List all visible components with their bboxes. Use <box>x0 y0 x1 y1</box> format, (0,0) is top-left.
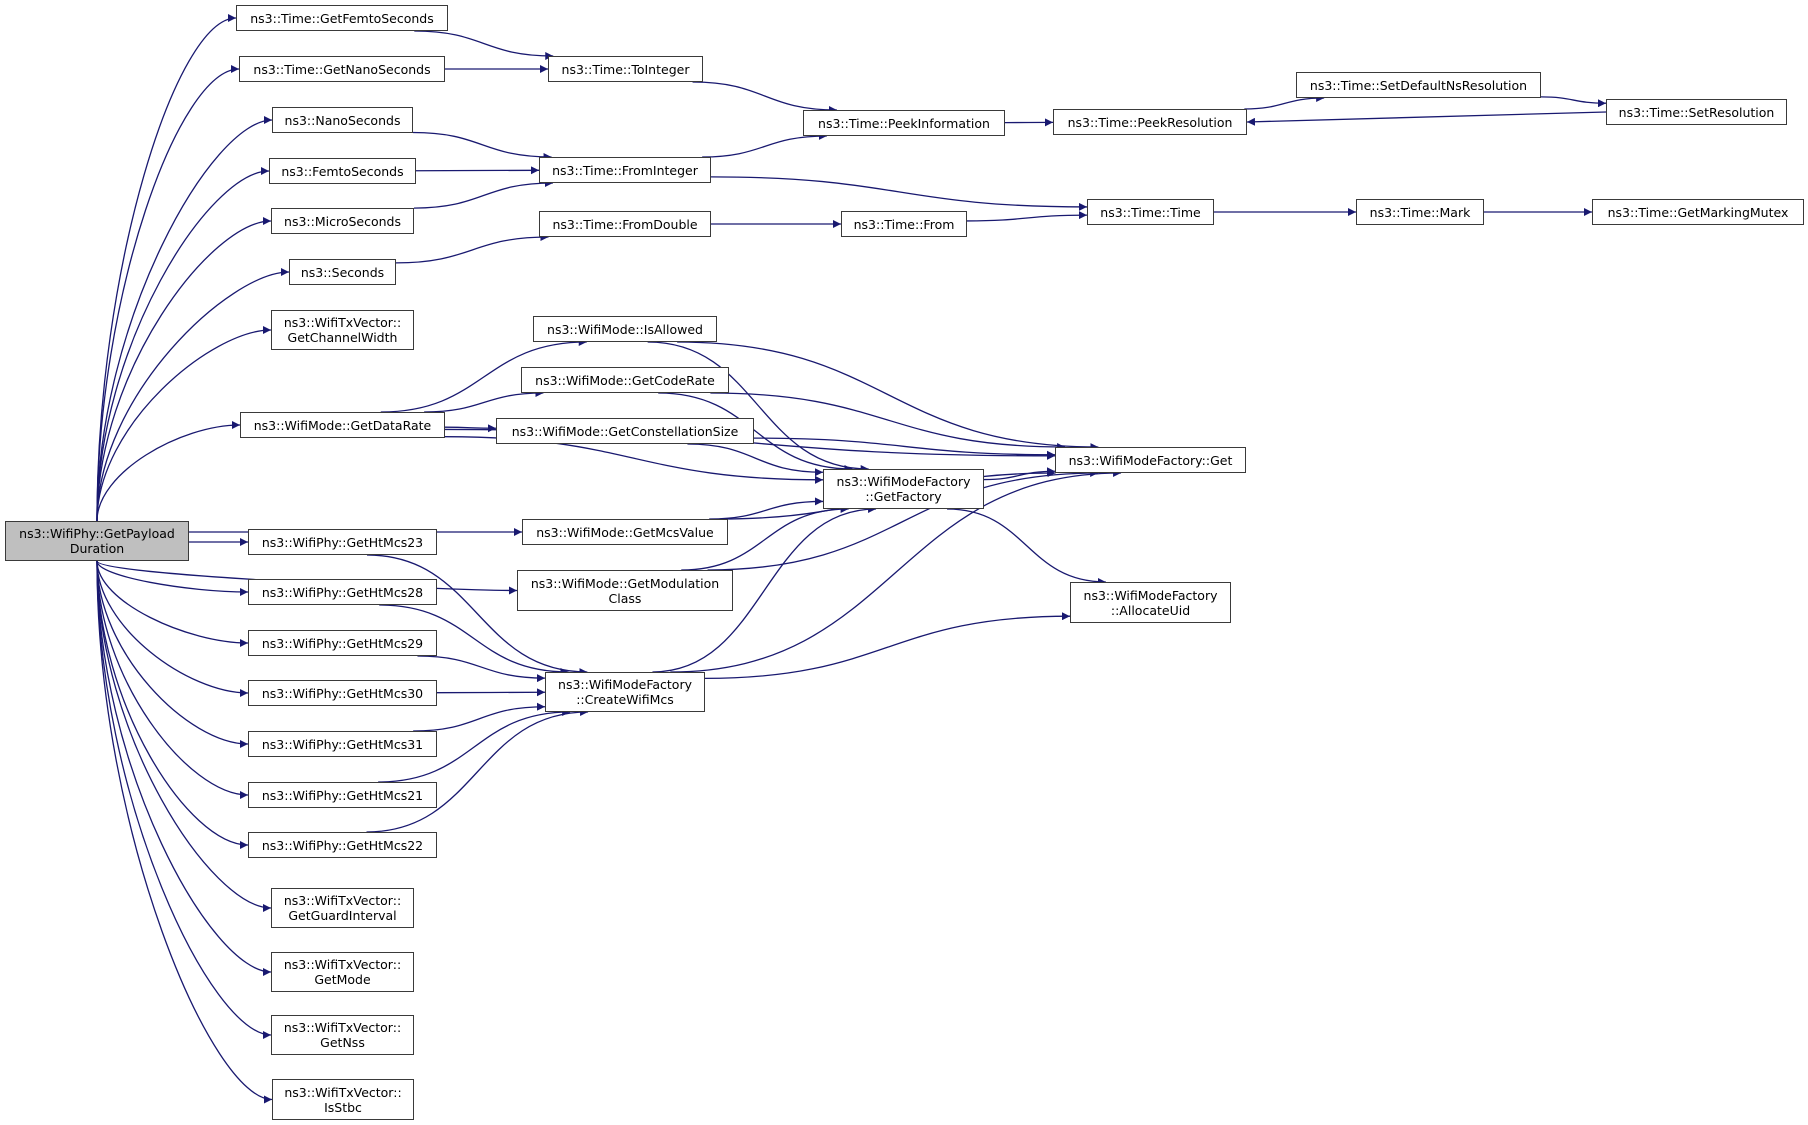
node-time-tointeger[interactable]: ns3::Time::ToInteger <box>548 56 703 82</box>
node-wifitxvector-getnss[interactable]: ns3::WifiTxVector:: GetNss <box>271 1015 414 1055</box>
node-wifimode-getmcsvalue[interactable]: ns3::WifiMode::GetMcsValue <box>522 519 728 545</box>
edge-codeRate-to-getFactory <box>658 392 853 473</box>
edge-root-to-guard <box>96 560 272 912</box>
edge-microSec-to-fromInteger <box>413 179 553 209</box>
edge-root-to-chanWidth <box>96 326 272 522</box>
edge-dataRate-to-isAllowed <box>380 338 587 413</box>
edge-createMcs-to-allocUid <box>704 612 1071 680</box>
edge-setDefNs-to-setRes <box>1540 96 1607 108</box>
edge-constSize-to-factoryGet <box>753 437 1056 459</box>
edge-codeRate-to-factoryGet <box>710 392 1066 451</box>
edge-root-to-getMode <box>96 560 272 976</box>
edge-root-to-ht22 <box>96 560 249 849</box>
edge-nanoSec-to-fromInteger <box>412 131 552 161</box>
node-wifimode-getmodulationclass[interactable]: ns3::WifiMode::GetModulation Class <box>517 570 733 611</box>
edge-seconds-to-fromDouble <box>395 233 549 264</box>
node-time-setdefaultnsresolution[interactable]: ns3::Time::SetDefaultNsResolution <box>1296 72 1541 98</box>
node-microseconds[interactable]: ns3::MicroSeconds <box>271 208 414 234</box>
node-time-time[interactable]: ns3::Time::Time <box>1087 199 1214 225</box>
node-wifimode-isallowed[interactable]: ns3::WifiMode::IsAllowed <box>533 316 717 342</box>
edge-root-to-getFemto <box>96 14 237 522</box>
node-wifiphy-gethtmcs23[interactable]: ns3::WifiPhy::GetHtMcs23 <box>248 529 437 555</box>
node-time-from[interactable]: ns3::Time::From <box>841 211 967 237</box>
node-wifitxvector-getguardinterval[interactable]: ns3::WifiTxVector:: GetGuardInterval <box>271 888 414 928</box>
node-time-fromdouble[interactable]: ns3::Time::FromDouble <box>539 211 711 237</box>
edge-root-to-seconds <box>96 268 290 522</box>
node-wifitxvector-getchannelwidth[interactable]: ns3::WifiTxVector:: GetChannelWidth <box>271 310 414 350</box>
edge-ht28-to-createMcs <box>379 604 569 676</box>
node-wifimodefactory-get[interactable]: ns3::WifiModeFactory::Get <box>1055 447 1246 473</box>
edge-root-to-microSec <box>96 217 272 522</box>
edge-getFactory-to-factoryGet <box>983 467 1056 481</box>
edge-setRes-to-peekRes <box>1246 111 1607 126</box>
edge-from-to-time <box>966 211 1088 222</box>
node-time-getmarkingmutex[interactable]: ns3::Time::GetMarkingMutex <box>1592 199 1804 225</box>
edge-createMcs-to-getFactory <box>652 505 877 673</box>
edge-ht21-to-createMcs <box>378 708 571 783</box>
node-nanoseconds[interactable]: ns3::NanoSeconds <box>272 107 413 133</box>
node-wifimode-getcoderate[interactable]: ns3::WifiMode::GetCodeRate <box>521 367 729 393</box>
node-wifitxvector-isstbc[interactable]: ns3::WifiTxVector:: IsStbc <box>272 1079 414 1120</box>
edge-ht29-to-createMcs <box>417 655 546 683</box>
node-time-setresolution[interactable]: ns3::Time::SetResolution <box>1606 99 1787 125</box>
edge-createMcs-to-factoryGet <box>670 469 1122 673</box>
edge-ht22-to-createMcs <box>366 708 589 833</box>
edge-modClass-to-getFactory <box>681 505 849 571</box>
edge-root-to-ht30 <box>96 560 249 697</box>
edge-ht23-to-createMcs <box>366 554 588 676</box>
edge-ht31-to-createMcs <box>413 702 546 732</box>
edge-getFactory-to-allocUid <box>947 508 1106 586</box>
edge-isAllowed-to-factoryGet <box>677 341 1099 451</box>
node-wifiphy-getpayloadduration: ns3::WifiPhy::GetPayload Duration <box>5 521 189 561</box>
node-wifiphy-gethtmcs22[interactable]: ns3::WifiPhy::GetHtMcs22 <box>248 832 437 858</box>
node-wifimode-getdatarate[interactable]: ns3::WifiMode::GetDataRate <box>240 412 445 438</box>
edge-constSize-to-getFactory <box>687 443 824 477</box>
edge-root-to-ht21 <box>96 560 249 799</box>
node-wifiphy-gethtmcs21[interactable]: ns3::WifiPhy::GetHtMcs21 <box>248 782 437 808</box>
node-time-frominteger[interactable]: ns3::Time::FromInteger <box>539 157 711 183</box>
edge-root-to-femtoSec <box>96 167 270 522</box>
edge-root-to-dataRate <box>96 421 241 522</box>
node-wifiphy-gethtmcs30[interactable]: ns3::WifiPhy::GetHtMcs30 <box>248 680 437 706</box>
node-time-getfemtoseconds[interactable]: ns3::Time::GetFemtoSeconds <box>236 5 448 31</box>
node-wifiphy-gethtmcs29[interactable]: ns3::WifiPhy::GetHtMcs29 <box>248 630 437 656</box>
edge-dataRate-to-codeRate <box>424 389 544 413</box>
node-wifimodefactory-createwifimcs[interactable]: ns3::WifiModeFactory ::CreateWifiMcs <box>545 672 705 712</box>
edge-getFemto-to-toInteger <box>414 30 554 60</box>
node-seconds[interactable]: ns3::Seconds <box>289 259 396 285</box>
node-femtoseconds[interactable]: ns3::FemtoSeconds <box>269 158 416 184</box>
node-time-getnanoseconds[interactable]: ns3::Time::GetNanoSeconds <box>239 56 445 82</box>
node-time-mark[interactable]: ns3::Time::Mark <box>1356 199 1484 225</box>
node-wifimodefactory-getfactory[interactable]: ns3::WifiModeFactory ::GetFactory <box>823 469 984 509</box>
node-time-peekresolution[interactable]: ns3::Time::PeekResolution <box>1053 109 1247 135</box>
edge-isAllowed-to-getFactory <box>647 341 869 473</box>
node-wifiphy-gethtmcs31[interactable]: ns3::WifiPhy::GetHtMcs31 <box>248 731 437 757</box>
node-wifimode-getconstellationsize[interactable]: ns3::WifiMode::GetConstellationSize <box>496 418 754 444</box>
node-wifiphy-gethtmcs28[interactable]: ns3::WifiPhy::GetHtMcs28 <box>248 579 437 605</box>
edge-fromInteger-to-peekInfo <box>702 132 827 158</box>
edge-peekRes-to-setDefNs <box>1244 94 1325 110</box>
edge-toInteger-to-peekInfo <box>692 81 837 114</box>
edge-root-to-ht28 <box>96 560 249 596</box>
edge-root-to-ht31 <box>96 560 249 748</box>
edge-dataRate-to-constSize <box>444 424 497 433</box>
edge-root-to-nanoSec <box>96 116 273 522</box>
edge-root-to-getNano <box>96 65 240 522</box>
edge-modClass-to-factoryGet <box>707 469 1099 571</box>
node-wifimodefactory-allocateuid[interactable]: ns3::WifiModeFactory ::AllocateUid <box>1070 582 1231 623</box>
edge-fromInteger-to-time <box>710 176 1088 211</box>
edge-root-to-isStbc <box>96 560 273 1104</box>
node-wifitxvector-getmode[interactable]: ns3::WifiTxVector:: GetMode <box>271 952 414 992</box>
edge-root-to-getNss <box>96 560 272 1039</box>
edge-root-to-ht29 <box>96 560 249 647</box>
node-time-peekinformation[interactable]: ns3::Time::PeekInformation <box>803 110 1005 136</box>
